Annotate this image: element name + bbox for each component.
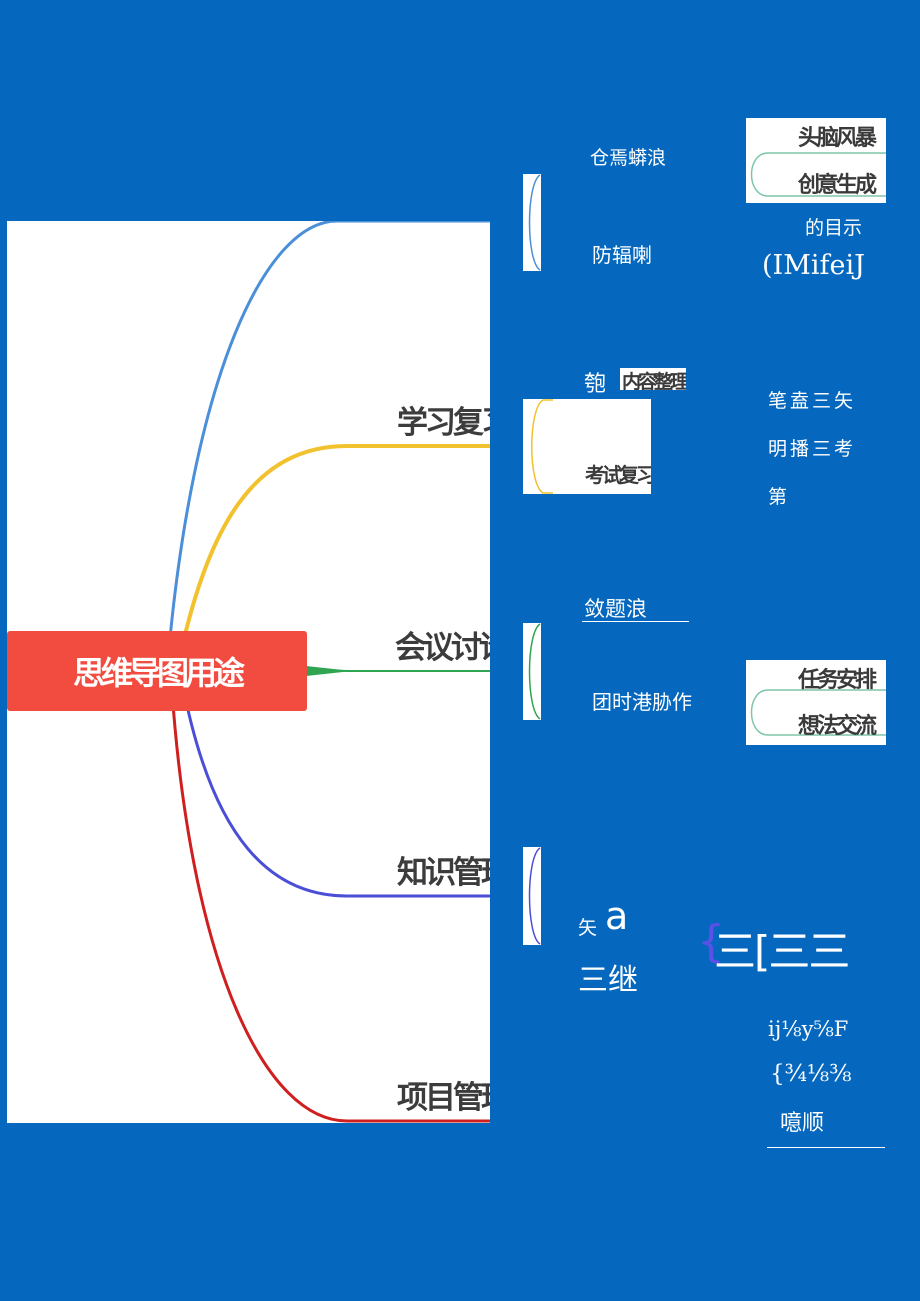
root-label: 思维导图用途 [72,654,245,692]
branch-label-knowledge: 知识管理 [397,855,490,891]
text-fragment-11: 团时港胁作 [592,690,692,714]
mini-label-brainstorm: 头脑风暴 [798,126,877,151]
text-fragment-16: {¾⅛⅜ [770,1061,852,1087]
branch-line-purple [180,680,490,898]
content-tag: 内容整理 [620,368,686,390]
branch-line-yellow [175,444,490,672]
mini-branch-box-2: 任务安排 想法交流 [746,660,886,745]
text-fragment-4: (IMifeiJ [762,250,865,281]
branch-line-blue [165,221,490,672]
text-fragment-13: 三继 [578,963,638,998]
text-fragment-3: 的目示 [805,217,863,239]
mini-label-ideas: 想法交流 [798,714,877,739]
text-fragment-14-brace: { [697,916,725,967]
brace-box-3 [523,623,541,720]
branch-sublabel-exam: 考试复习 [585,463,651,487]
brace-box-2: 考试复习 [523,399,651,494]
mindmap-panel: 思维导图用途 学习复习 会议讨论 知识管理 项目管理 [7,221,490,1123]
text-fragment-8: 明播三考 [768,438,857,460]
text-fragment-17: 噫顺 [780,1111,825,1136]
text-fragment-5: 匏 [584,372,607,397]
text-fragment-15: ij⅛y⅝F [768,1017,849,1041]
branch-line-red [170,690,490,1123]
mini-branch-box-1: 头脑风暴 创意生成 [746,118,886,203]
text-fragment-9: 第 [768,486,788,508]
mini-label-creative: 创意生成 [798,173,877,198]
branch-label-meeting: 会议讨论 [395,630,490,666]
text-fragment-2: 防辐喇 [592,243,652,267]
brace-box-1 [523,174,541,271]
branch-label-study: 学习复习 [397,405,490,441]
brace-box-4 [523,847,541,945]
branch-wedge-green [297,665,352,677]
text-fragment-14: 三[三三 [714,927,850,976]
branch-label-project: 项目管理 [397,1080,490,1116]
root-node: 思维导图用途 [7,631,307,711]
text-fragment-1: 仓焉蟒浪 [590,147,667,169]
text-fragment-12: 矢 [578,917,598,939]
mini-label-tasks: 任务安排 [798,668,877,693]
mindmap-branches [165,221,490,1123]
text-fragment-7: 笔盍三矢 [768,390,857,412]
underline-2 [767,1147,885,1148]
content-tag-label: 内容整理 [622,371,686,390]
text-fragment-12b: a [605,894,629,938]
text-fragment-10: 敛题浪 [584,597,647,621]
underline-1 [582,621,689,622]
